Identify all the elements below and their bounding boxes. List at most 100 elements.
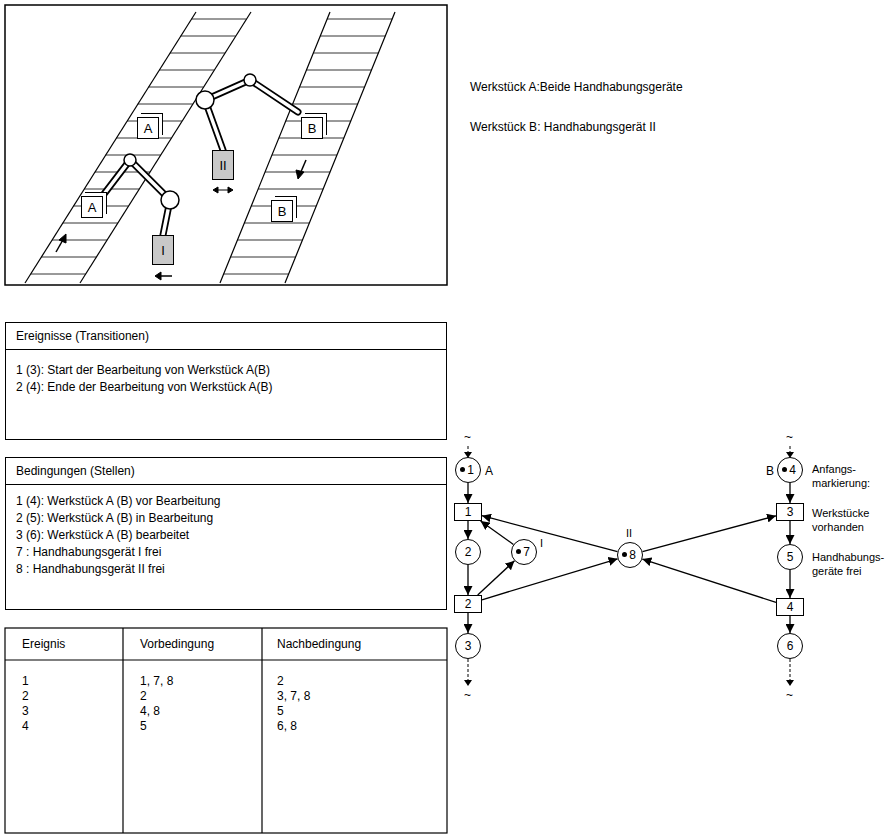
arc-arrow [789, 616, 790, 633]
token-dot [516, 549, 521, 554]
robot-base: I [152, 235, 174, 265]
arc-arrow [789, 483, 790, 503]
open-end-mark: ~ [464, 430, 471, 445]
table-cell: Nachbedingung [277, 637, 361, 652]
arc-arrow [643, 516, 776, 552]
place-circle: 6 [777, 633, 803, 659]
open-flow-lines [468, 446, 790, 680]
arc-arrow [789, 521, 790, 544]
panel-line: 2 (5): Werkstück A (B) in Bearbeitung [6, 510, 446, 527]
node-label: 5 [787, 551, 794, 563]
place-circle: 3 [455, 633, 481, 659]
arc-arrow [482, 516, 617, 552]
node-label: A [144, 122, 153, 135]
node-label: 2 [465, 546, 472, 558]
node-label: 6 [787, 640, 794, 652]
node-label: 4 [784, 464, 796, 476]
token-dot [622, 552, 627, 557]
node-label: 3 [465, 640, 472, 652]
node-label: 7 [518, 546, 530, 558]
transition-box: 2 [454, 595, 482, 613]
illustration-frame [5, 5, 447, 285]
node-label: B [278, 205, 287, 218]
place-circle: 4 [777, 457, 803, 483]
robot-base: II [212, 150, 234, 180]
arc-arrow [467, 565, 468, 595]
arc-arrow [481, 521, 514, 544]
table-cell: 3 [22, 704, 29, 719]
workpiece-box: B [301, 117, 323, 139]
net-label: B [766, 464, 774, 479]
table-cell: 5 [140, 719, 147, 734]
panel-line: 3 (6): Werkstück A (B) bearbeitet [6, 527, 446, 544]
conveyor-belts [25, 12, 395, 283]
table-cell: 4, 8 [140, 704, 160, 719]
arc-arrow [467, 521, 468, 539]
table-cell: 1, 7, 8 [140, 674, 173, 689]
annotation: Werkstücke vorhanden [812, 506, 890, 534]
node-label: 1 [462, 464, 474, 476]
place-circle: 7 [511, 539, 537, 565]
table-grid [5, 628, 447, 833]
arc-arrow [642, 559, 776, 602]
place-circle: 8 [617, 542, 643, 568]
panel-line: 1 (3): Start der Bearbeitung von Werkstü… [6, 362, 446, 379]
workpiece-box: A [137, 117, 159, 139]
belt-rungs [31, 19, 393, 274]
legend-note: Werkstück A:Beide Handhabungsgeräte [470, 80, 683, 95]
panel-heading: Bedingungen (Stellen) [6, 458, 446, 485]
table-cell: 2 [140, 689, 147, 704]
node-label: B [308, 122, 317, 135]
table-cell: 3, 7, 8 [277, 689, 310, 704]
table-cell: 4 [22, 719, 29, 734]
transition-box: 3 [776, 503, 804, 521]
table-cell: 1 [22, 674, 29, 689]
table-cell: Ereignis [22, 637, 65, 652]
token-dot [782, 467, 787, 472]
annotation: Handhabungs- geräte frei [812, 550, 890, 578]
table-cell: 5 [277, 704, 284, 719]
annotation: Anfangs- markierung: [812, 462, 890, 490]
open-end-mark: ~ [786, 430, 793, 445]
motion-arrows [56, 160, 306, 280]
open-end-mark: ~ [464, 688, 471, 703]
place-circle: 5 [777, 544, 803, 570]
panel-line: 2 (4): Ende der Bearbeitung von Werkstüc… [6, 379, 446, 396]
place-circle: 1 [455, 457, 481, 483]
arc-arrow [789, 570, 790, 598]
panel-line: 7 : Handhabungsgerät I frei [6, 544, 446, 561]
workpiece-box: A [81, 196, 103, 218]
place-circle: 2 [455, 539, 481, 565]
net-label: II [626, 526, 632, 540]
panel-line: 8 : Handhabungsgerät II frei [6, 561, 446, 578]
node-label: 4 [787, 601, 794, 613]
table-cell: 6, 8 [277, 719, 297, 734]
node-label: 3 [787, 506, 794, 518]
robot-arms [104, 74, 298, 235]
node-label: 2 [465, 598, 472, 610]
text-panel: Bedingungen (Stellen) 1 (4): Werkstück A … [5, 457, 447, 610]
arc-arrow [478, 561, 515, 595]
table-cell: Vorbedingung [140, 637, 214, 652]
arc-arrow [467, 483, 468, 503]
node-label: 8 [624, 549, 636, 561]
panel-heading: Ereignisse (Transitionen) [6, 323, 446, 350]
node-label: A [88, 201, 97, 214]
panel-line: 1 (4): Werkstück A (B) vor Bearbeitung [6, 493, 446, 510]
workpiece-box: B [271, 200, 293, 222]
open-flow-heads [464, 452, 794, 686]
table-cell: 2 [277, 674, 284, 689]
node-label: 1 [465, 506, 472, 518]
net-label: I [540, 536, 543, 550]
open-end-mark: ~ [786, 688, 793, 703]
net-label: A [485, 464, 493, 479]
table-cell: 2 [22, 689, 29, 704]
arc-arrow [467, 613, 468, 633]
token-dot [460, 467, 465, 472]
node-label: II [219, 159, 226, 172]
arc-arrow [482, 559, 618, 600]
text-panel: Ereignisse (Transitionen) 1 (3): Start de… [5, 322, 447, 440]
legend-note: Werkstück B: Handhabungsgerät II [470, 120, 656, 135]
transition-box: 1 [454, 503, 482, 521]
